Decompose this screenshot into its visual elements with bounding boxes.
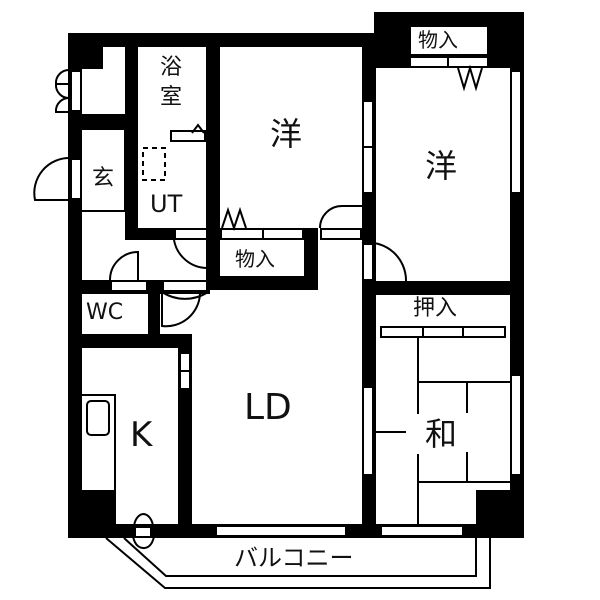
window-western2-right (510, 70, 522, 194)
western1-door-frame[interactable] (320, 228, 362, 240)
ut-door-frame[interactable] (174, 228, 208, 240)
kitchen-label: K (130, 415, 153, 455)
tatami-line (466, 452, 468, 482)
wall-wc-right (148, 280, 160, 340)
window-japanese-bottom[interactable] (380, 525, 464, 537)
closet-sliding-3[interactable] (462, 326, 506, 338)
wall-ut-bottom (125, 228, 175, 240)
window-ld-bottom[interactable] (215, 525, 347, 537)
storage-top-box (409, 25, 489, 56)
window-entrance-left (70, 70, 82, 112)
kitchen-sink (86, 400, 110, 436)
corner-block-br (476, 490, 524, 538)
window-japanese-left[interactable] (362, 386, 374, 476)
storage-mid-label: 物入 (235, 247, 275, 271)
closet-label: 押入 (413, 296, 458, 321)
wc-door-frame[interactable] (110, 280, 148, 292)
window-western-divider-2 (362, 146, 374, 194)
tatami-line (466, 381, 468, 413)
entrance-label: 玄 (92, 166, 115, 191)
entrance-step (82, 128, 126, 212)
wall-storage-bottom (206, 276, 318, 290)
storage-mid-sliding-2[interactable] (262, 228, 304, 240)
tatami-line (417, 454, 419, 526)
corner-block-bl (68, 490, 116, 538)
tatami-line (417, 381, 510, 383)
wall-bath-left (125, 33, 138, 238)
kitchen-window-2 (179, 370, 191, 390)
wall-entry-top (68, 114, 128, 128)
wall-top-left (68, 33, 378, 47)
western-2-label: 洋 (425, 147, 458, 185)
wc-label: WC (86, 300, 124, 325)
ld-door-frame[interactable] (162, 280, 208, 292)
living-dining-label: LD (244, 387, 292, 428)
wall-bath-right (206, 33, 220, 283)
japanese-room-label: 和 (425, 415, 458, 453)
utility-label: UT (150, 190, 183, 218)
storage-top-label: 物入 (418, 28, 458, 52)
wall-wc-bottom (68, 334, 192, 348)
wall-western2-bottom (362, 281, 524, 295)
tatami-line (417, 338, 419, 414)
kitchen-door-bottom[interactable] (134, 526, 152, 538)
window-japanese-right (510, 374, 522, 476)
corner-block-tl (68, 33, 103, 69)
balcony-label: バルコニー (234, 544, 354, 572)
tatami-line (417, 481, 510, 483)
bath-label-2: 室 (160, 85, 183, 110)
storage-top-sliding-2[interactable] (447, 56, 489, 68)
door-entrance[interactable] (70, 158, 82, 200)
tatami-line (376, 431, 406, 433)
wall-storage-right (304, 228, 318, 290)
bath-label-1: 浴 (160, 55, 183, 80)
western2-door-frame[interactable] (362, 243, 374, 281)
bath-door[interactable] (170, 130, 206, 142)
western-1-label: 洋 (270, 115, 303, 153)
